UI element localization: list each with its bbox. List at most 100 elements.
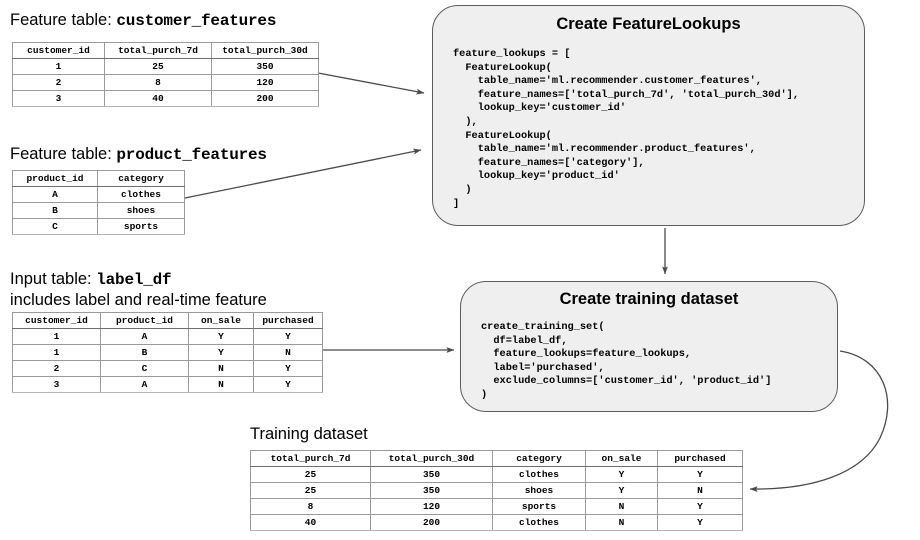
- cell: A: [100, 328, 189, 345]
- table-row: C sports: [12, 218, 185, 235]
- cell: N: [253, 344, 323, 361]
- table-row: 1 25 350: [12, 58, 319, 75]
- table-row: 8 120 sports N Y: [250, 498, 743, 515]
- table-row: 3 A N Y: [12, 376, 323, 393]
- cell: Y: [253, 328, 323, 345]
- training-dataset-table: total_purch_7d total_purch_30d category …: [250, 450, 743, 531]
- column-header: total_purch_7d: [104, 42, 212, 59]
- customer-features-caption-prefix: Feature table:: [10, 11, 117, 29]
- product-features-caption-name: product_features: [116, 146, 267, 164]
- cell: N: [585, 514, 658, 531]
- cell: sports: [492, 498, 586, 515]
- cell: 3: [12, 376, 101, 393]
- cell: 350: [211, 58, 319, 75]
- customer-features-table: customer_id total_purch_7d total_purch_3…: [12, 42, 319, 107]
- cell: N: [188, 360, 254, 377]
- cell: Y: [253, 376, 323, 393]
- cell: 3: [12, 90, 105, 107]
- table-header-row: total_purch_7d total_purch_30d category …: [250, 450, 743, 467]
- table-header-row: customer_id total_purch_7d total_purch_3…: [12, 42, 319, 59]
- cell: 120: [370, 498, 493, 515]
- table-row: 25 350 clothes Y Y: [250, 466, 743, 483]
- cell: Y: [657, 514, 743, 531]
- cell: A: [100, 376, 189, 393]
- column-header: product_id: [100, 312, 189, 329]
- create-training-dataset-title: Create training dataset: [559, 290, 739, 308]
- column-header: product_id: [12, 170, 98, 187]
- column-header: category: [97, 170, 185, 187]
- cell: Y: [585, 482, 658, 499]
- cell: 40: [250, 514, 371, 531]
- cell: 350: [370, 482, 493, 499]
- arrow-customer-features-to-lookups: [317, 72, 425, 95]
- table-row: 1 A Y Y: [12, 328, 323, 345]
- cell: Y: [188, 344, 254, 361]
- cell: Y: [585, 466, 658, 483]
- cell: 8: [104, 74, 212, 91]
- cell: N: [585, 498, 658, 515]
- cell: sports: [97, 218, 185, 235]
- column-header: purchased: [657, 450, 743, 467]
- cell: B: [12, 202, 98, 219]
- cell: A: [12, 186, 98, 203]
- cell: clothes: [492, 514, 586, 531]
- cell: Y: [657, 466, 743, 483]
- column-header: on_sale: [585, 450, 658, 467]
- table-row: 40 200 clothes N Y: [250, 514, 743, 531]
- table-row: B shoes: [12, 202, 185, 219]
- cell: 2: [12, 74, 105, 91]
- table-row: A clothes: [12, 186, 185, 203]
- training-dataset-caption: Training dataset: [250, 425, 368, 443]
- cell: clothes: [97, 186, 185, 203]
- cell: C: [12, 218, 98, 235]
- label-df-caption-name: label_df: [96, 271, 172, 289]
- column-header: total_purch_30d: [211, 42, 319, 59]
- customer-features-caption-name: customer_features: [116, 12, 277, 30]
- cell: 25: [250, 466, 371, 483]
- cell: shoes: [97, 202, 185, 219]
- cell: 200: [370, 514, 493, 531]
- cell: 25: [250, 482, 371, 499]
- table-row: 1 B Y N: [12, 344, 323, 361]
- cell: 120: [211, 74, 319, 91]
- column-header: customer_id: [12, 42, 105, 59]
- create-training-dataset-box: Create training dataset create_training_…: [460, 281, 838, 412]
- cell: N: [657, 482, 743, 499]
- table-row: 25 350 shoes Y N: [250, 482, 743, 499]
- column-header: total_purch_30d: [370, 450, 493, 467]
- customer-features-caption: Feature table: customer_features: [10, 10, 276, 31]
- product-features-table: product_id category A clothes B shoes C …: [12, 170, 185, 235]
- cell: 200: [211, 90, 319, 107]
- cell: clothes: [492, 466, 586, 483]
- column-header: customer_id: [12, 312, 101, 329]
- create-training-dataset-code: create_training_set( df=label_df, featur…: [481, 321, 772, 401]
- cell: 1: [12, 328, 101, 345]
- table-header-row: customer_id product_id on_sale purchased: [12, 312, 323, 329]
- table-header-row: product_id category: [12, 170, 185, 187]
- product-features-caption: Feature table: product_features: [10, 144, 267, 165]
- cell: N: [188, 376, 254, 393]
- cell: 2: [12, 360, 101, 377]
- table-row: 2 8 120: [12, 74, 319, 91]
- create-featurelookups-box: Create FeatureLookups feature_lookups = …: [432, 5, 865, 226]
- cell: 350: [370, 466, 493, 483]
- column-header: total_purch_7d: [250, 450, 371, 467]
- cell: 1: [12, 344, 101, 361]
- cell: Y: [657, 498, 743, 515]
- cell: 40: [104, 90, 212, 107]
- cell: B: [100, 344, 189, 361]
- product-features-caption-prefix: Feature table:: [10, 145, 117, 163]
- label-df-caption: Input table: label_df: [10, 269, 172, 290]
- cell: 8: [250, 498, 371, 515]
- cell: C: [100, 360, 189, 377]
- label-df-caption-line2: includes label and real-time feature: [10, 291, 267, 309]
- cell: Y: [188, 328, 254, 345]
- label-df-table: customer_id product_id on_sale purchased…: [12, 312, 323, 393]
- create-featurelookups-title: Create FeatureLookups: [556, 15, 741, 33]
- column-header: category: [492, 450, 586, 467]
- column-header: on_sale: [188, 312, 254, 329]
- cell: 25: [104, 58, 212, 75]
- column-header: purchased: [253, 312, 323, 329]
- label-df-caption-prefix: Input table:: [10, 270, 97, 288]
